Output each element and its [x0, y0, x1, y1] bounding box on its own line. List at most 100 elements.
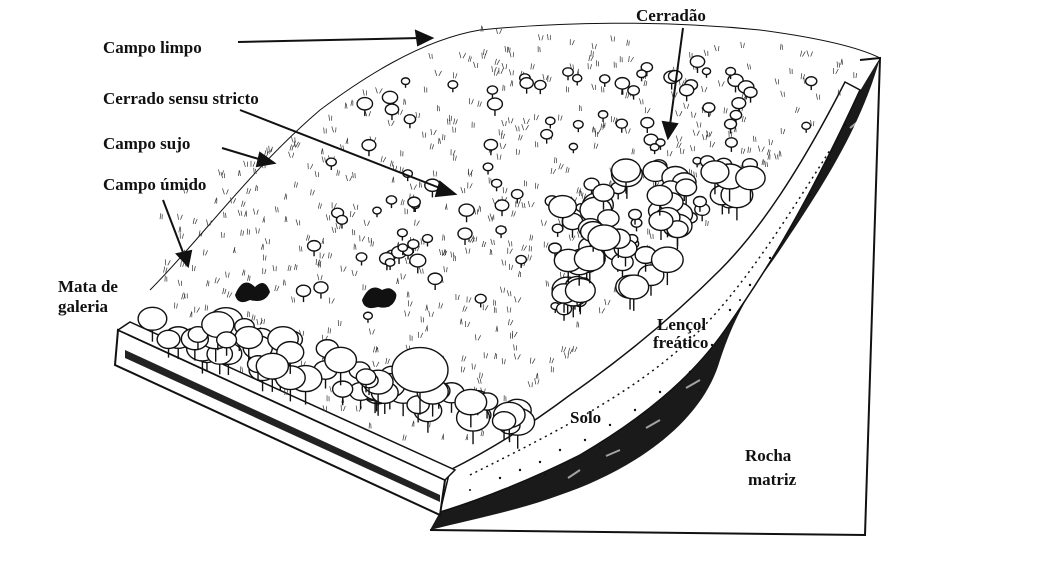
grass-tuft [836, 61, 841, 68]
tree [646, 184, 674, 216]
grass-tuft [591, 126, 595, 133]
grass-tuft [240, 229, 245, 236]
grass-tuft [406, 291, 410, 298]
grass-tuft [534, 141, 539, 148]
grass-tuft [264, 238, 270, 245]
grass-tuft [502, 84, 506, 91]
grass-tuft [752, 135, 757, 142]
grass-tuft [701, 86, 708, 93]
grass-tuft [626, 39, 630, 46]
grass-tuft [535, 372, 539, 379]
grass-tuft [528, 245, 532, 252]
grass-tuft [473, 61, 479, 69]
tree [457, 227, 473, 245]
tree [700, 160, 730, 195]
label-mata-line2: galeria [58, 297, 109, 316]
tree [458, 203, 475, 223]
grass-tuft [321, 237, 325, 245]
tree [533, 79, 547, 95]
tree [454, 388, 488, 428]
tree [400, 77, 411, 88]
grass-tuft [364, 110, 371, 117]
grass-tuft [262, 216, 266, 223]
grass-tuft [513, 353, 521, 360]
tree [215, 331, 238, 356]
grass-tuft [509, 263, 513, 270]
grass-tuft [478, 205, 481, 212]
grass-tuft [579, 190, 582, 197]
grass-tuft [262, 268, 267, 275]
grass-tuft [375, 87, 383, 94]
tree [804, 76, 818, 91]
grass-tuft [706, 130, 713, 137]
grass-tuft [403, 98, 407, 105]
grass-tuft [272, 265, 277, 272]
grass-tuft [396, 277, 399, 285]
label-mata-line1: Mata de [58, 277, 118, 296]
grass-tuft [509, 51, 515, 58]
grass-tuft [291, 296, 295, 303]
grass-tuft [353, 243, 357, 250]
grass-tuft [284, 389, 288, 396]
grass-tuft [489, 248, 493, 255]
tree [648, 210, 674, 240]
grass-tuft [576, 68, 580, 75]
grass-tuft [450, 251, 455, 258]
tree [427, 272, 443, 291]
arrow-campo-sujo [221, 147, 263, 161]
grass-tuft [310, 189, 315, 196]
grass-tuft [453, 118, 458, 125]
grass-tuft [419, 181, 422, 188]
grass-tuft [429, 143, 435, 150]
grass-tuft [417, 331, 424, 339]
grass-tuft [244, 210, 247, 217]
label-campo-umido: Campo úmido [103, 175, 207, 194]
tree [599, 74, 611, 87]
grass-tuft [256, 318, 263, 326]
grass-tuft [499, 142, 507, 149]
grass-tuft [527, 381, 533, 388]
grass-tuft [483, 48, 488, 56]
grass-tuft [482, 304, 489, 311]
grass-tuft [800, 73, 806, 80]
grass-tuft [428, 52, 433, 59]
grass-tuft [351, 229, 356, 236]
grass-tuft [372, 360, 380, 368]
grass-tuft [349, 211, 356, 218]
grass-tuft [757, 145, 765, 152]
label-campo-sujo: Campo sujo [103, 134, 191, 153]
grass-tuft [230, 197, 237, 204]
tree [551, 223, 564, 237]
grass-tuft [593, 142, 599, 149]
grass-tuft [511, 330, 518, 338]
grass-tuft [255, 227, 260, 234]
tree [702, 102, 716, 118]
grass-tuft [471, 121, 475, 128]
tree [701, 67, 712, 78]
tree [486, 85, 499, 99]
tree [331, 380, 354, 406]
grass-tuft [591, 83, 596, 91]
grass-tuft [206, 219, 212, 226]
tree [407, 238, 420, 253]
grass-tuft [174, 302, 178, 309]
grass-tuft [284, 193, 288, 200]
grass-tuft [481, 240, 487, 248]
grass-tuft [527, 201, 535, 208]
tree [361, 138, 377, 157]
tree [156, 329, 181, 358]
grass-tuft [702, 134, 707, 141]
grass-tuft [314, 171, 319, 178]
grass-tuft [465, 433, 469, 441]
grass-tuft [253, 208, 259, 215]
grass-tuft [741, 116, 747, 123]
grass-tuft [459, 52, 467, 59]
tree [636, 69, 647, 82]
grass-tuft [549, 357, 555, 364]
grass-tuft [444, 203, 448, 210]
grass-tuft [474, 208, 478, 215]
grass-tuft [443, 266, 448, 273]
grass-tuft [587, 63, 592, 70]
grass-tuft [385, 357, 390, 365]
